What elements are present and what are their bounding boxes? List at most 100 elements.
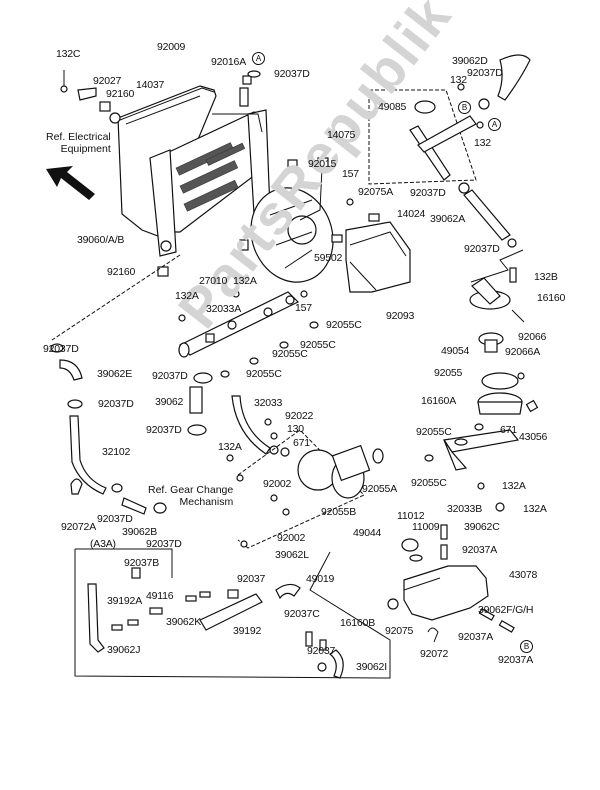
part-label[interactable]: 39062L (275, 549, 309, 561)
part-label[interactable]: 92072 (420, 648, 449, 660)
part-label[interactable]: 92037D (43, 343, 79, 355)
ref-gear-change-mechanism: Ref. Gear Change Mechanism (148, 484, 234, 508)
part-label[interactable]: 39062E (97, 368, 133, 380)
part-label[interactable]: 157 (342, 168, 359, 180)
part-label[interactable]: 43078 (509, 569, 538, 581)
part-label[interactable]: 132A (175, 290, 199, 302)
part-label[interactable]: 16160B (340, 617, 376, 629)
part-label[interactable]: 92009 (157, 41, 186, 53)
a3a-variant-box (74, 548, 391, 679)
part-label[interactable]: 11012 (397, 510, 425, 522)
part-label[interactable]: 132A (233, 275, 257, 287)
part-label[interactable]: 92037 (237, 573, 266, 585)
part-label[interactable]: 92055 (434, 367, 463, 379)
part-label[interactable]: 671 (293, 437, 310, 449)
part-label[interactable]: 92016A (211, 56, 247, 68)
part-label[interactable]: 92055C (300, 339, 336, 351)
part-label[interactable]: 92072A (61, 521, 97, 533)
water-pipe-32033 (226, 395, 290, 462)
part-label[interactable]: 39062J (107, 644, 141, 656)
part-label[interactable]: 39062I (356, 661, 387, 673)
radiator-cover (331, 213, 411, 293)
part-label[interactable]: 32033B (447, 503, 483, 515)
part-label[interactable]: 92066 (518, 331, 547, 343)
part-label[interactable]: 92037B (124, 557, 160, 569)
part-label[interactable]: 132C (56, 48, 81, 60)
part-label[interactable]: 92075A (358, 186, 394, 198)
part-label[interactable]: 92037D (97, 513, 133, 525)
part-label[interactable]: 49054 (441, 345, 470, 357)
marker-a-top: A (252, 52, 265, 65)
part-label[interactable]: 16160 (537, 292, 566, 304)
part-label[interactable]: 92037D (467, 67, 503, 79)
part-label[interactable]: 49116 (146, 590, 174, 602)
part-label[interactable]: 39062D (452, 55, 488, 67)
part-label[interactable]: 132A (218, 441, 242, 453)
left-hose-pipes (50, 254, 213, 515)
part-label[interactable]: 49044 (353, 527, 382, 539)
part-label[interactable]: 32102 (102, 446, 131, 458)
part-label[interactable]: 39062F/G/H (478, 604, 534, 616)
part-label[interactable]: 92037A (462, 544, 498, 556)
part-label[interactable]: 92160 (107, 266, 136, 278)
part-label[interactable]: 92037D (98, 398, 134, 410)
part-label[interactable]: 92037D (274, 68, 310, 80)
part-label[interactable]: 92002 (263, 478, 292, 490)
part-label[interactable]: 39192A (107, 595, 143, 607)
marker-a-right: A (488, 118, 501, 131)
part-label[interactable]: 132 (474, 137, 491, 149)
part-label[interactable]: 39062B (122, 526, 158, 538)
part-label[interactable]: 132A (523, 503, 547, 515)
part-label[interactable]: 92093 (386, 310, 415, 322)
part-label[interactable]: 92027 (93, 75, 122, 87)
part-label[interactable]: 14075 (327, 129, 356, 141)
part-label[interactable]: 132A (502, 480, 526, 492)
part-label[interactable]: 92055C (246, 368, 282, 380)
part-label[interactable]: 92055C (411, 477, 447, 489)
part-label[interactable]: 92037A (458, 631, 494, 643)
part-label[interactable]: 92002 (277, 532, 306, 544)
part-label[interactable]: 92022 (285, 410, 314, 422)
part-label[interactable]: 92160 (106, 88, 135, 100)
part-label[interactable]: 32033 (254, 397, 283, 409)
part-label[interactable]: 92037A (498, 654, 534, 666)
part-label[interactable]: 39062A (430, 213, 466, 225)
part-label[interactable]: 92055C (416, 426, 452, 438)
part-label[interactable]: 92037D (146, 538, 182, 550)
part-label[interactable]: 16160A (421, 395, 457, 407)
part-label[interactable]: 92037D (152, 370, 188, 382)
thermostat-housing (469, 249, 539, 415)
part-label[interactable]: 92055C (272, 348, 308, 360)
part-label[interactable]: 49019 (306, 573, 335, 585)
part-label[interactable]: 49085 (378, 101, 407, 113)
part-label[interactable]: 59502 (314, 252, 343, 264)
part-label[interactable]: 92066A (505, 346, 541, 358)
part-label[interactable]: 92037 (307, 645, 336, 657)
part-label[interactable]: 92055B (321, 506, 357, 518)
part-label[interactable]: 92037D (464, 243, 500, 255)
water-pipe-32033A (178, 290, 319, 378)
part-label[interactable]: 671 (500, 424, 517, 436)
part-label[interactable]: 132 (450, 74, 467, 86)
part-label[interactable]: 92037D (146, 424, 182, 436)
part-label[interactable]: 39062 (155, 396, 184, 408)
part-label[interactable]: 11009 (412, 521, 440, 533)
part-label[interactable]: 39062C (464, 521, 500, 533)
part-label[interactable]: 27010 (199, 275, 228, 287)
part-label[interactable]: 92037D (410, 187, 446, 199)
part-label[interactable]: 14024 (397, 208, 426, 220)
part-label[interactable]: 130 (287, 423, 304, 435)
part-label[interactable]: 132B (534, 271, 558, 283)
part-label[interactable]: 92037C (284, 608, 320, 620)
part-label[interactable]: 39062K (166, 616, 202, 628)
part-label[interactable]: 92055A (362, 483, 398, 495)
part-label[interactable]: 14037 (136, 79, 165, 91)
part-label[interactable]: 92055C (326, 319, 362, 331)
part-label[interactable]: 157 (295, 302, 312, 314)
part-label[interactable]: 39192 (233, 625, 262, 637)
part-label[interactable]: 92015 (308, 158, 337, 170)
part-label[interactable]: 92075 (385, 625, 414, 637)
part-label[interactable]: 32033A (206, 303, 242, 315)
part-label[interactable]: 39060/A/B (77, 234, 125, 246)
part-label[interactable]: 43056 (519, 431, 548, 443)
